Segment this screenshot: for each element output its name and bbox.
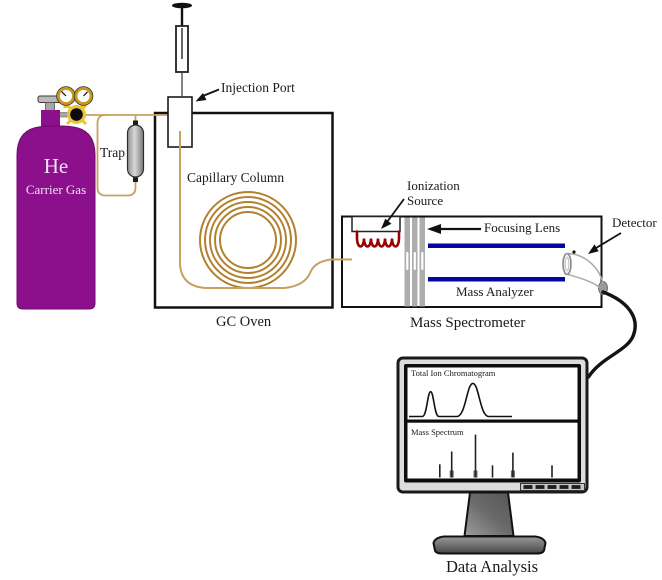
- trap-capsule: [126, 120, 145, 182]
- signal-cable: [586, 290, 637, 379]
- detector-label: Detector: [612, 215, 657, 230]
- screen-panel-divider: [407, 419, 578, 423]
- capillary-column-path: [179, 131, 352, 289]
- pressure-gauge-left: [56, 86, 76, 106]
- tic-title: Total Ion Chromatogram: [411, 368, 496, 378]
- annotation-arrows: [195, 88, 622, 254]
- trap-label: Trap: [100, 145, 126, 160]
- monitor: [396, 356, 589, 555]
- detector-horn-icon: [562, 250, 608, 295]
- injection-port-label: Injection Port: [221, 80, 295, 95]
- focusing-lens-arrow: [427, 224, 481, 234]
- monitor-buttons: [520, 483, 585, 491]
- monitor-screen: [407, 367, 578, 479]
- carrier-gas-tubing: [74, 114, 168, 197]
- cylinder-body: [16, 125, 96, 310]
- capillary-column-label: Capillary Column: [187, 170, 285, 185]
- gc-oven-label: GC Oven: [216, 314, 272, 330]
- tic-plot: [409, 382, 512, 418]
- injection-port-arrow: [195, 88, 220, 102]
- data-analysis-label: Data Analysis: [445, 557, 539, 576]
- mass-analyzer-rods: [428, 243, 565, 282]
- monitor-stand: [463, 491, 515, 537]
- cylinder-label: He Carrier Gas: [17, 154, 95, 198]
- mass-spectrometer-label: Mass Spectrometer: [410, 315, 526, 331]
- cylinder-neck: [41, 110, 60, 127]
- ionization-housing: [351, 215, 401, 233]
- regulator-knob: [70, 108, 83, 121]
- focusing-lens-label: Focusing Lens: [484, 220, 561, 235]
- mass-spectrum-plot: [438, 434, 553, 478]
- focusing-lens-slits: [406, 252, 424, 270]
- mass-analyzer-label: Mass Analyzer: [456, 284, 534, 299]
- tic-trace: [409, 382, 512, 418]
- regulator: [56, 86, 94, 126]
- ionization-source-arrow: [381, 198, 405, 229]
- carrier-gas-label: Carrier Gas: [25, 182, 87, 197]
- he-label: He: [43, 154, 69, 178]
- helium-cylinder: [16, 95, 96, 310]
- syringe-icon: [172, 2, 192, 96]
- pressure-gauge-right: [73, 86, 94, 106]
- detector-arrow: [588, 232, 622, 254]
- monitor-base: [432, 535, 547, 555]
- mass-spectrum-title: Mass Spectrum: [411, 427, 464, 437]
- filament-coil-icon: [355, 230, 401, 248]
- ionization-source-label: Ionization Source: [407, 178, 460, 209]
